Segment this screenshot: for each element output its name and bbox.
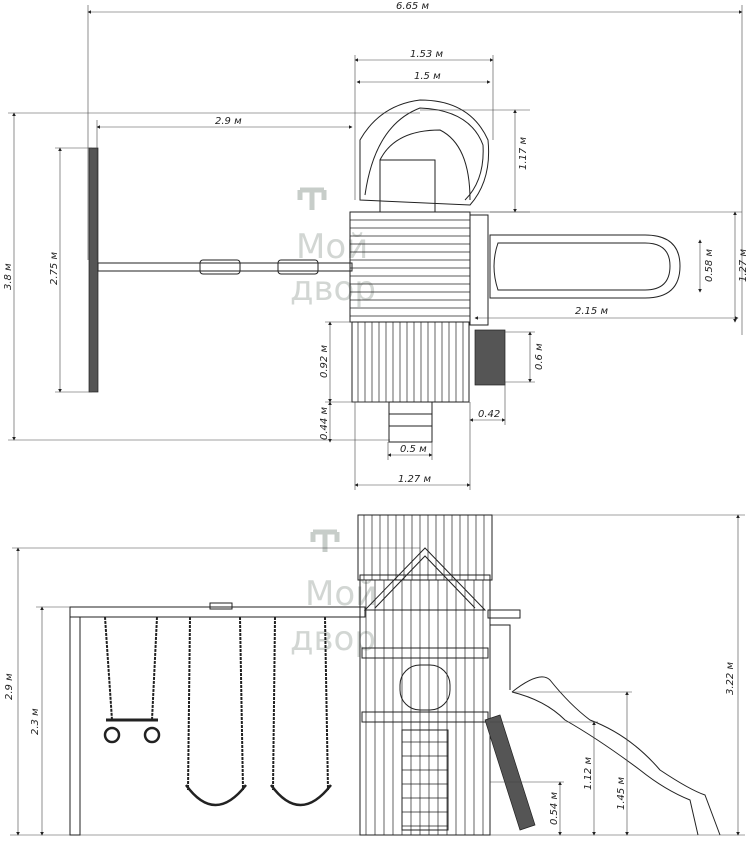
dim-climbing-wall-width: 0.6 м: [534, 343, 545, 370]
dim-tube-slide-width: 1.5 м: [414, 71, 441, 82]
dim-climbing-wall-offset: 0.42: [478, 409, 500, 420]
top-view: 6.65 м 1.53 м 1.5 м 2.9 м 1.17 м 3.8 м 2…: [3, 1, 749, 490]
dim-ladder-depth: 0.44 м: [319, 407, 330, 440]
dim-deck-depth: 0.92 м: [319, 345, 330, 378]
dim-overall-depth: 3.8 м: [3, 263, 14, 290]
dim-swing-beam-height: 2.3 м: [30, 708, 41, 735]
gable: [363, 547, 487, 611]
dim-ladder-width: 0.5 м: [400, 444, 427, 455]
ladder-side: [401, 729, 449, 831]
swing-post: [69, 616, 81, 836]
dim-overall-width: 6.65 м: [396, 1, 429, 12]
belt-swing-1: [184, 616, 247, 807]
dim-slide-width: 0.58 м: [704, 249, 715, 282]
climbing-wall-side: [484, 714, 536, 831]
watermark-text-1: Мой: [296, 227, 368, 267]
dim-tower-height: 3.22 м: [725, 662, 736, 695]
trapeze-bar: [103, 616, 161, 744]
swing-beam-top: [97, 262, 353, 272]
wave-slide-side: [511, 676, 721, 836]
dim-slide-length: 2.15 м: [575, 306, 608, 317]
watermark-top: Мой двор: [290, 187, 376, 309]
climbing-wall-top: [474, 329, 506, 386]
dim-swing-frame-width: 2.75 м: [49, 252, 60, 285]
dim-tube-slide-depth: 1.17 м: [518, 137, 529, 170]
swing-beam-side: [69, 606, 366, 618]
tube-slide-top: [359, 99, 490, 213]
dim-tower-width: 1.27 м: [398, 474, 431, 485]
dim-swing-height-total: 2.9 м: [4, 673, 15, 700]
ladder-top: [388, 401, 433, 443]
dim-slide-start-height: 1.45 м: [616, 777, 627, 810]
watermark-text-2: двор: [290, 269, 376, 309]
belt-swing-2: [269, 616, 332, 807]
side-view: 2.9 м 2.3 м 3.22 м 1.45 м 1.12 м 0.54 м: [4, 514, 745, 836]
swing-frame-top: [88, 147, 99, 393]
deck-top: [351, 321, 470, 403]
dim-lower-deck-height: 0.54 м: [549, 792, 560, 825]
slide-top: [489, 234, 681, 299]
dim-tower-depth: 1.27 м: [738, 249, 749, 282]
dim-tube-slide-outer-width: 1.53 м: [410, 49, 443, 60]
dim-upper-deck-height: 1.12 м: [583, 757, 594, 790]
tower-side: [357, 514, 521, 836]
roof: [357, 514, 493, 581]
dim-swing-beam-length: 2.9 м: [215, 116, 242, 127]
watermark-text-2: двор: [290, 619, 376, 659]
